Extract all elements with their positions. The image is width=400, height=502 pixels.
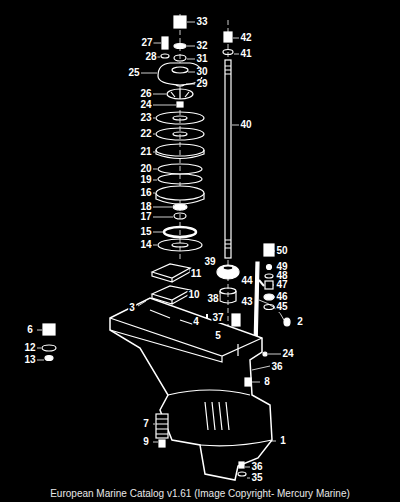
callout-number: 3: [128, 303, 136, 313]
callout-number: 24: [139, 100, 152, 110]
water-pump: [156, 16, 204, 251]
rubber-pad: [152, 264, 190, 282]
callout-number: 15: [139, 227, 152, 237]
callout-number: 25: [127, 68, 140, 78]
callout-number: 24: [281, 349, 294, 359]
callout-number: 44: [240, 276, 253, 286]
callout-number: 16: [139, 188, 152, 198]
callout-number: 38: [206, 294, 219, 304]
callout-number: 19: [139, 175, 152, 185]
callout-number: 7: [142, 419, 150, 429]
callout-number: 35: [250, 473, 263, 483]
shift-shaft: [254, 244, 290, 348]
drive-shaft: [207, 32, 240, 342]
callout-number: 42: [239, 33, 252, 43]
callout-number: 18: [139, 202, 152, 212]
callout-number: 23: [139, 113, 152, 123]
callout-number: 12: [23, 343, 36, 353]
callout-number: 28: [144, 52, 157, 62]
callout-number: 47: [275, 280, 288, 290]
callout-number: 30: [195, 67, 208, 77]
callout-number: 32: [195, 41, 208, 51]
callout-number: 37: [211, 313, 224, 323]
callout-number: 40: [239, 120, 252, 130]
callout-number: 20: [139, 164, 152, 174]
callout-number: 5: [214, 331, 222, 341]
callout-number: 36: [250, 462, 263, 472]
callout-number: 17: [139, 212, 152, 222]
callout-number: 10: [187, 290, 200, 300]
callout-number: 43: [240, 297, 253, 307]
callout-number: 45: [275, 302, 288, 312]
callout-number: 27: [140, 38, 153, 48]
callout-number: 26: [139, 89, 152, 99]
callout-number: 50: [275, 246, 288, 256]
callout-number: 6: [26, 325, 34, 335]
image-caption: European Marine Catalog v1.61 (Image Cop…: [0, 489, 400, 499]
callout-number: 14: [139, 240, 152, 250]
callout-number: 36: [270, 362, 283, 372]
callout-number: 33: [195, 17, 208, 27]
callout-number: 1: [279, 436, 287, 446]
callout-number: 29: [195, 79, 208, 89]
small-parts: [42, 324, 56, 361]
center-line: [180, 14, 181, 262]
callout-number: 22: [139, 129, 152, 139]
callout-number: 4: [192, 317, 200, 327]
callout-number: 21: [139, 147, 152, 157]
callout-number: 39: [203, 257, 216, 267]
callout-number: 13: [23, 355, 36, 365]
callout-number: 9: [142, 437, 150, 447]
callout-number: 46: [275, 292, 288, 302]
leader-line: [37, 22, 281, 478]
callout-number: 31: [195, 54, 208, 64]
callout-number: 11: [190, 269, 203, 279]
callout-number: 2: [296, 317, 304, 327]
callout-number: 8: [263, 377, 271, 387]
callout-number: 41: [239, 49, 252, 59]
gear-housing: [110, 298, 272, 480]
